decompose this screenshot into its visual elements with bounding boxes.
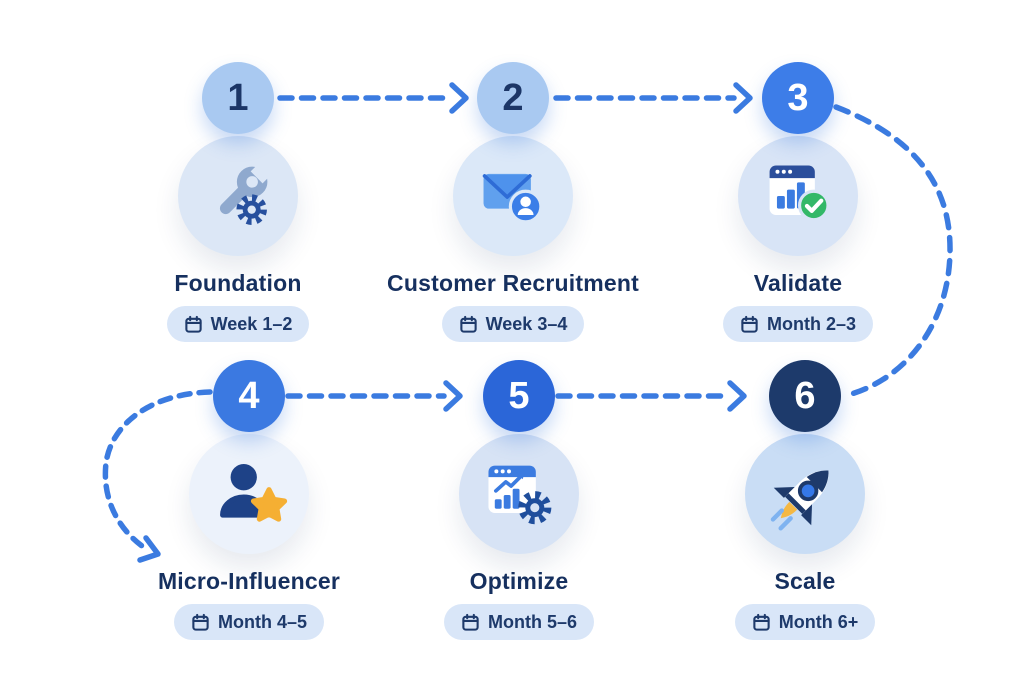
step-title: Foundation (174, 270, 302, 296)
step-customer-recruitment: 2 Customer Recruitment Week 3–4 (353, 62, 673, 342)
duration-text: Week 3–4 (485, 313, 568, 334)
step-number-badge: 1 (202, 62, 274, 134)
duration-badge: Week 1–2 (166, 306, 310, 342)
step-title: Scale (774, 568, 836, 594)
step-title: Customer Recruitment (387, 270, 639, 296)
duration-text: Month 6+ (778, 611, 859, 632)
calendar-icon (459, 315, 478, 334)
duration-badge: Month 6+ (734, 604, 876, 640)
duration-text: Week 1–2 (210, 313, 293, 334)
step-number-badge: 5 (483, 360, 555, 432)
step-number-badge: 3 (762, 62, 834, 134)
rocket-icon (745, 434, 865, 554)
step-number-badge: 6 (769, 360, 841, 432)
step-optimize: 5 Optimiz (359, 360, 679, 640)
duration-text: Month 5–6 (487, 611, 577, 632)
duration-text: Month 4–5 (217, 611, 307, 632)
wrench-gear-icon (178, 136, 298, 256)
step-micro-influencer: 4 Micro-Influencer Month 4–5 (89, 360, 409, 640)
duration-badge: Month 2–3 (722, 306, 873, 342)
step-number-badge: 2 (477, 62, 549, 134)
mail-user-icon (453, 136, 573, 256)
step-foundation: 1 Foundation (78, 62, 398, 342)
step-title: Micro-Influencer (157, 568, 341, 594)
calendar-icon (184, 315, 203, 334)
calendar-icon (752, 613, 771, 632)
step-title: Optimize (469, 568, 569, 594)
calendar-icon (191, 613, 210, 632)
calendar-icon (740, 315, 759, 334)
step-scale: 6 Scale (645, 360, 965, 640)
chart-gear-icon (459, 434, 579, 554)
duration-badge: Week 3–4 (441, 306, 585, 342)
calendar-icon (461, 613, 480, 632)
user-star-icon (189, 434, 309, 554)
duration-badge: Month 5–6 (443, 604, 594, 640)
chart-check-icon (738, 136, 858, 256)
duration-text: Month 2–3 (766, 313, 856, 334)
step-title: Validate (753, 270, 843, 296)
duration-badge: Month 4–5 (173, 604, 324, 640)
step-number-badge: 4 (213, 360, 285, 432)
step-validate: 3 Validate (638, 62, 958, 342)
